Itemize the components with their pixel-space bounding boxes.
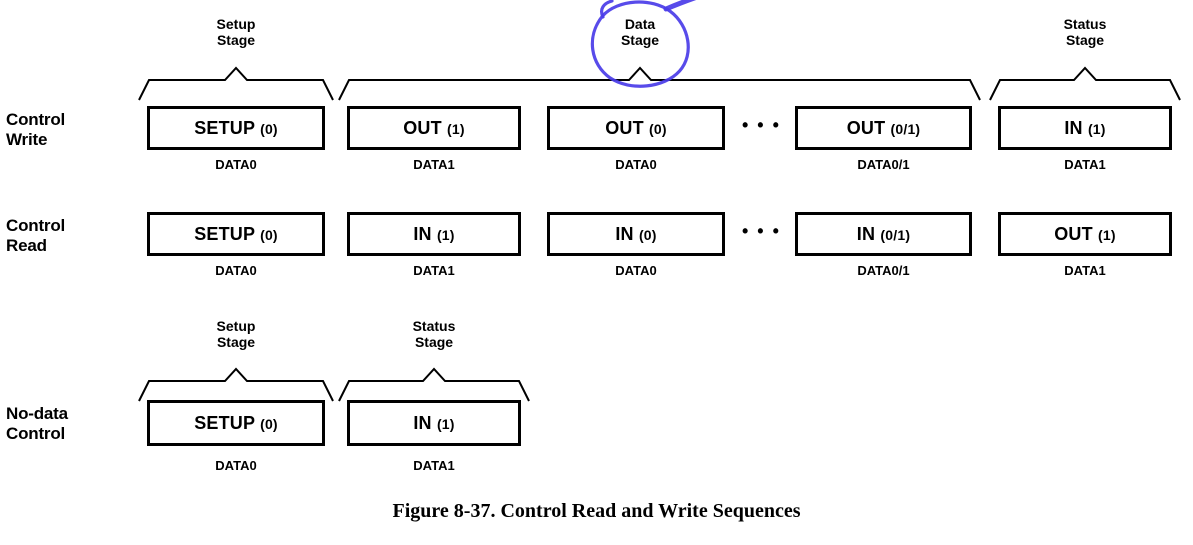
stage-brace	[138, 367, 334, 402]
packet-box-control-read-3: IN (0/1)	[795, 212, 972, 256]
data-toggle-label: DATA0/1	[857, 263, 910, 278]
stage-caption-control-write-2: Status Stage	[1063, 16, 1107, 48]
data-toggle-label: DATA1	[413, 157, 455, 172]
ink-circle-overshoot	[600, 0, 614, 19]
packet-label: IN (1)	[413, 412, 455, 433]
packet-label: IN (1)	[413, 223, 455, 244]
row-label-control-read: Control Read	[6, 216, 66, 255]
row-label-control-write: Control Write	[6, 110, 66, 149]
packet-label: IN (0/1)	[856, 223, 911, 244]
stage-caption-no-data-control-0: Setup Stage	[216, 318, 256, 350]
packet-box-no-data-control-1: IN (1)	[347, 400, 521, 446]
ellipsis-continuation: • • •	[742, 115, 781, 135]
stage-brace	[138, 66, 334, 101]
row-label-no-data-control: No-data Control	[6, 404, 68, 443]
stage-caption-control-write-0: Setup Stage	[216, 16, 256, 48]
packet-box-control-write-4: IN (1)	[998, 106, 1172, 150]
packet-box-control-write-1: OUT (1)	[347, 106, 521, 150]
stage-brace	[338, 367, 530, 402]
packet-label: OUT (1)	[403, 117, 465, 138]
stage-brace	[989, 66, 1181, 101]
packet-label: IN (1)	[1064, 117, 1106, 138]
data-toggle-label: DATA0	[215, 263, 257, 278]
packet-label: OUT (0/1)	[846, 117, 921, 138]
data-toggle-label: DATA1	[413, 458, 455, 473]
packet-label: SETUP (0)	[194, 412, 278, 433]
packet-box-control-write-0: SETUP (0)	[147, 106, 325, 150]
ellipsis-continuation: • • •	[742, 221, 781, 241]
data-toggle-label: DATA0	[615, 263, 657, 278]
ink-leader-stroke	[663, 0, 697, 12]
data-toggle-label: DATA1	[413, 263, 455, 278]
data-toggle-label: DATA0	[615, 157, 657, 172]
stage-brace	[338, 66, 981, 101]
data-toggle-label: DATA0/1	[857, 157, 910, 172]
data-toggle-label: DATA0	[215, 157, 257, 172]
packet-box-control-write-2: OUT (0)	[547, 106, 725, 150]
packet-box-control-read-0: SETUP (0)	[147, 212, 325, 256]
stage-caption-no-data-control-1: Status Stage	[412, 318, 456, 350]
packet-box-control-read-2: IN (0)	[547, 212, 725, 256]
data-toggle-label: DATA1	[1064, 157, 1106, 172]
packet-box-control-read-4: OUT (1)	[998, 212, 1172, 256]
packet-box-no-data-control-0: SETUP (0)	[147, 400, 325, 446]
stage-caption-control-write-1: Data Stage	[620, 16, 660, 48]
packet-box-control-read-1: IN (1)	[347, 212, 521, 256]
data-toggle-label: DATA1	[1064, 263, 1106, 278]
packet-label: SETUP (0)	[194, 117, 278, 138]
packet-label: IN (0)	[615, 223, 657, 244]
packet-label: OUT (1)	[1054, 223, 1116, 244]
packet-label: OUT (0)	[605, 117, 667, 138]
data-toggle-label: DATA0	[215, 458, 257, 473]
packet-box-control-write-3: OUT (0/1)	[795, 106, 972, 150]
figure-caption: Figure 8-37. Control Read and Write Sequ…	[392, 500, 801, 522]
packet-label: SETUP (0)	[194, 223, 278, 244]
